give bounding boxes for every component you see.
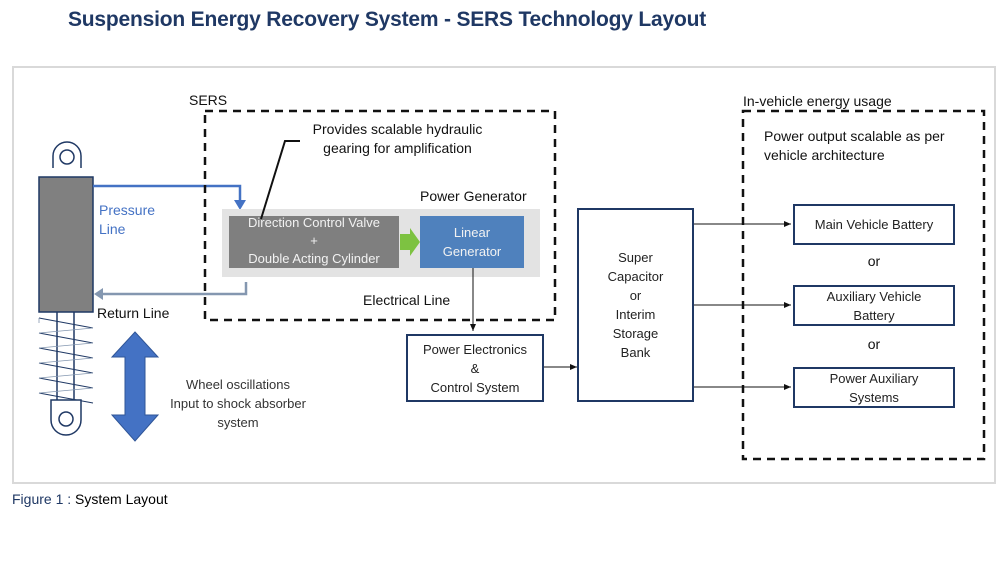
or-separator-1: or <box>867 253 881 269</box>
electrical-line-label: Electrical Line <box>363 292 451 308</box>
wheel-text-line1: Wheel oscillations <box>185 377 291 392</box>
power-generator-label: Power Generator <box>420 188 527 204</box>
figure-number: Figure 1 : <box>12 491 76 507</box>
output-aux-battery-line2: Battery <box>853 307 895 323</box>
output-auxiliary-vehicle-battery: Auxiliary Vehicle Battery <box>793 285 955 326</box>
wheel-oscillation-arrow-icon <box>110 331 160 442</box>
sers-boundary <box>203 109 557 322</box>
power-electronics-box: Power Electronics & Control System <box>406 334 544 402</box>
sers-note-line1: Provides scalable hydraulic <box>312 121 483 137</box>
power-electronics-line2: & <box>470 360 480 376</box>
linear-generator-line2: Generator <box>442 244 502 259</box>
wheel-text-line3: system <box>217 415 259 430</box>
storage-line6: Bank <box>620 345 651 360</box>
output-aux-systems-line2: Systems <box>849 389 899 405</box>
in-vehicle-label: In-vehicle energy usage <box>743 93 892 109</box>
pressure-line-label-line2: Line <box>99 221 126 237</box>
valve-box-line2: + <box>310 233 318 248</box>
return-line <box>100 282 248 296</box>
green-flow-arrow-icon <box>400 228 420 256</box>
output-aux-battery-line1: Auxiliary Vehicle <box>826 288 922 304</box>
pressure-line <box>93 184 242 202</box>
in-vehicle-note-line1: Power output scalable as per <box>764 128 945 144</box>
pressure-line-label-line1: Pressure <box>99 202 156 218</box>
linear-generator-line1: Linear <box>453 225 491 240</box>
page-title: Suspension Energy Recovery System - SERS… <box>68 8 707 31</box>
output-main-vehicle-battery: Main Vehicle Battery <box>793 204 955 245</box>
storage-line2: Capacitor <box>607 269 664 284</box>
output-power-auxiliary-systems: Power Auxiliary Systems <box>793 367 955 408</box>
storage-line3: or <box>629 288 642 303</box>
power-electronics-line3: Control System <box>430 379 520 395</box>
in-vehicle-note-line2: vehicle architecture <box>764 147 885 163</box>
in-vehicle-note: Power output scalable as per vehicle arc… <box>764 127 945 165</box>
valve-cylinder-box: Direction Control Valve + Double Acting … <box>229 214 399 268</box>
storage-line1: Super <box>618 250 653 265</box>
storage-line4: Interim <box>615 307 656 322</box>
output-main-battery-label: Main Vehicle Battery <box>814 217 934 232</box>
or-separator-2: or <box>867 336 881 352</box>
valve-box-bg <box>229 216 399 268</box>
pressure-line-label: Pressure Line <box>99 201 155 239</box>
shock-absorber-icon <box>38 141 94 436</box>
pressure-line-arrowhead <box>234 200 246 210</box>
return-line-label: Return Line <box>97 305 170 321</box>
sers-note: Provides scalable hydraulic gearing for … <box>290 120 505 158</box>
storage-line5: Storage <box>612 326 659 341</box>
wheel-oscillation-label: Wheel oscillations Input to shock absorb… <box>158 375 318 432</box>
storage-bank-box: Super Capacitor or Interim Storage Bank <box>577 208 694 402</box>
sers-note-line2: gearing for amplification <box>323 140 472 156</box>
valve-box-line3: Double Acting Cylinder <box>248 251 380 266</box>
power-electronics-line1: Power Electronics <box>422 341 528 357</box>
valve-box-line1: Direction Control Valve <box>248 215 380 230</box>
output-aux-systems-line1: Power Auxiliary <box>829 370 919 386</box>
sers-label: SERS <box>189 92 228 108</box>
figure-caption-text: System Layout <box>75 491 168 507</box>
figure-caption: Figure 1 : System Layout <box>12 491 168 507</box>
linear-generator-box: Linear Generator <box>420 223 524 261</box>
figure-frame <box>12 66 996 484</box>
return-line-arrowhead <box>94 288 103 300</box>
note-leader-line <box>260 140 300 220</box>
wheel-text-line2: Input to shock absorber <box>170 396 306 411</box>
linear-generator-bg <box>420 216 524 268</box>
